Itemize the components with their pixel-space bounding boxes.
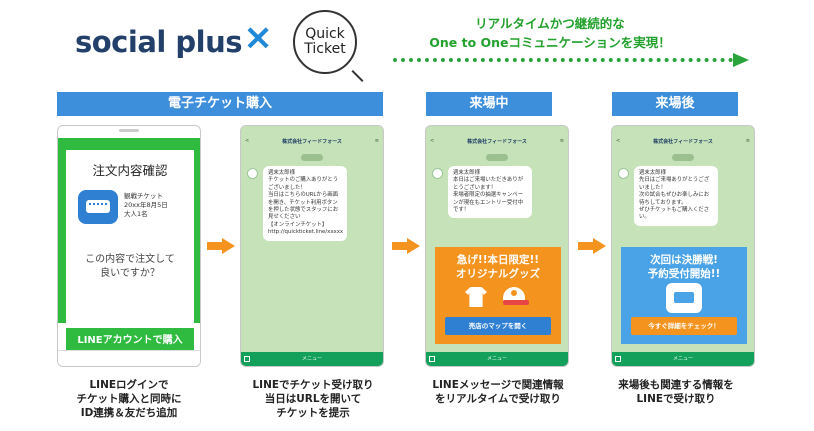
account-avatar (618, 168, 629, 179)
chat-account-name: 株式会社フィードフォース (282, 138, 342, 145)
menu-lines-icon[interactable]: ≡ (559, 138, 564, 144)
arrow-right-icon (733, 53, 749, 67)
dotted-progress-line (393, 58, 733, 62)
menu-lines-icon[interactable]: ≡ (374, 138, 379, 144)
date-pill (486, 154, 508, 161)
chat-message-bubble: 週末太郎様 チケットのご購入ありがとうございました！ 当日はこちらのURLから画… (263, 166, 347, 241)
chat-topbar: < 株式会社フィードフォース ≡ (426, 134, 568, 148)
ticket-date: 20xx年8月5日 (124, 201, 168, 209)
keyboard-icon[interactable] (244, 356, 250, 362)
chat-message-bubble: 週末太郎様 本日はご来場いただきありがとうございます！ 来場者限定の抽選キャンペ… (448, 166, 532, 219)
tshirt-icon (465, 287, 487, 307)
social-plus-logo: social plus (75, 25, 243, 59)
phone-bottom-bar (58, 350, 200, 366)
rich-menu-bar[interactable]: メニュー (241, 352, 383, 366)
rich-menu-label: メニュー (672, 356, 693, 362)
date-pill (672, 154, 694, 161)
promo-title: 次回は決勝戦! 予約受付開始!! (647, 254, 721, 280)
rich-menu-bar[interactable]: メニュー (612, 352, 754, 366)
tagline: リアルタイムかつ継続的な One to Oneコミュニケーションを実現！ (405, 14, 695, 52)
ticket-name: 観戦チケット (124, 192, 163, 200)
phone-line-after-visit-message: < 株式会社フィードフォース ≡ 週末太郎様 先日はご来場ありがとうございました… (611, 125, 755, 367)
chat-account-name: 株式会社フィードフォース (653, 138, 713, 145)
back-icon[interactable]: < (616, 138, 621, 144)
caption-ticket-receive: LINEでチケット受け取り 当日はURLを開いて チケットを提示 (252, 379, 374, 419)
chat-account-name: 株式会社フィードフォース (467, 138, 527, 145)
order-title: 注文内容確認 (92, 163, 168, 178)
date-pill (301, 154, 323, 161)
tagline-line1: リアルタイムかつ継続的な (475, 16, 625, 31)
quick-ticket-logo: Quick Ticket (293, 10, 357, 74)
cross-symbol: × (243, 17, 274, 58)
rich-menu-bar[interactable]: メニュー (426, 352, 568, 366)
ticket-icon (666, 283, 702, 313)
check-details-button[interactable]: 今すぐ詳細をチェック！ (631, 317, 737, 335)
final-match-promo-card[interactable]: 次回は決勝戦! 予約受付開始!! 今すぐ詳細をチェック！ (621, 247, 747, 344)
back-icon[interactable]: < (430, 138, 435, 144)
caption-purchase: LINEログインで チケット購入と同時に ID連携＆友だち追加 (76, 379, 182, 419)
confirm-text: この内容で注文して 良いですか？ (85, 254, 175, 279)
rich-menu-label: メニュー (486, 356, 507, 362)
quick-ticket-logo-line2: Ticket (304, 41, 346, 57)
chat-topbar: < 株式会社フィードフォース ≡ (612, 134, 754, 148)
flow-arrow-icon (578, 238, 608, 254)
order-card: 注文内容確認 観戦チケット 20xx年8月5日 大人1名 この内容で注文して 良… (66, 150, 194, 350)
section-header-purchase: 電子チケット購入 (57, 92, 383, 116)
flow-arrow-icon (392, 238, 422, 254)
cap-icon (503, 285, 529, 307)
back-icon[interactable]: < (245, 138, 250, 144)
tagline-line2: One to Oneコミュニケーションを実現！ (429, 35, 671, 50)
caption-realtime-info: LINEメッセージで関連情報 をリアルタイムで受け取り (432, 379, 564, 405)
account-avatar (432, 168, 443, 179)
ticket-details: 観戦チケット 20xx年8月5日 大人1名 (124, 192, 168, 219)
phone-line-visit-message: < 株式会社フィードフォース ≡ 週末太郎様 本日はご来場いただきありがとうござ… (425, 125, 569, 367)
ticket-quantity: 大人1名 (124, 210, 148, 218)
phone-line-ticket-message: < 株式会社フィードフォース ≡ 週末太郎様 チケットのご購入ありがとうございま… (240, 125, 384, 367)
caption-after-visit: 来場後も関連する情報を LINEで受け取り (618, 379, 734, 405)
flow-arrow-icon (207, 238, 237, 254)
keyboard-icon[interactable] (615, 356, 621, 362)
section-header-after-visit: 来場後 (612, 92, 738, 116)
rich-menu-label: メニュー (301, 356, 322, 362)
social-plus-logo-text: social plus (75, 25, 243, 59)
ticket-icon (78, 190, 118, 224)
chat-topbar: < 株式会社フィードフォース ≡ (241, 134, 383, 148)
goods-promo-card[interactable]: 急げ!!本日限定!! オリジナルグッズ 売店のマップを開く (435, 247, 561, 344)
quick-ticket-logo-line1: Quick (305, 26, 345, 43)
menu-lines-icon[interactable]: ≡ (745, 138, 750, 144)
phone-order-confirm: 注文内容確認 観戦チケット 20xx年8月5日 大人1名 この内容で注文して 良… (57, 125, 201, 367)
shop-map-button[interactable]: 売店のマップを開く (445, 317, 551, 335)
line-buy-button[interactable]: LINEアカウントで購入 (66, 328, 194, 354)
promo-title: 急げ!!本日限定!! オリジナルグッズ (456, 254, 540, 280)
account-avatar (247, 168, 258, 179)
chat-message-bubble: 週末太郎様 先日はご来場ありがとうございました！ 次の試合もぜひお楽しみにお待ち… (634, 166, 718, 226)
keyboard-icon[interactable] (429, 356, 435, 362)
phone-speaker (119, 129, 139, 132)
section-header-visiting: 来場中 (426, 92, 552, 116)
